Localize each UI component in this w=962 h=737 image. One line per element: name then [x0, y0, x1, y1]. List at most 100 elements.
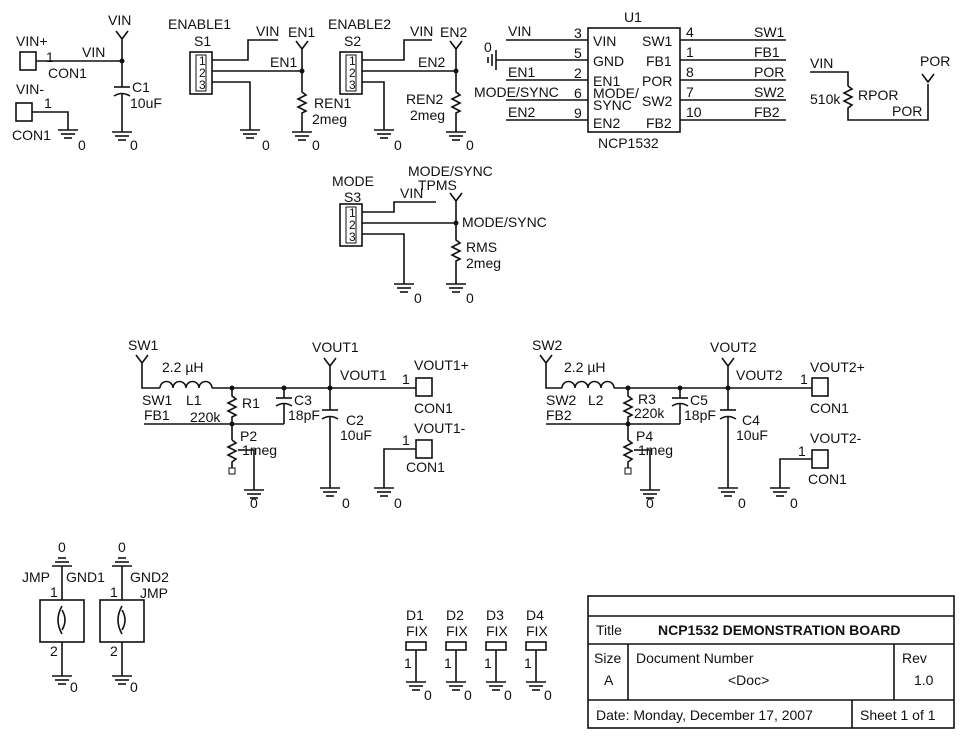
j1-bot-label: 0	[70, 679, 78, 695]
ground-symbol	[58, 129, 78, 139]
p2-ref: P2	[240, 428, 257, 444]
s3-switch[interactable]	[339, 203, 363, 247]
u1-right-num-10: 10	[686, 104, 702, 120]
s3-pin1: 1	[349, 206, 356, 220]
rpor-vin: VIN	[810, 55, 833, 71]
r3-ref: R3	[638, 391, 656, 407]
ground-symbol	[240, 129, 260, 139]
u1-pin-mode: MODE/	[593, 85, 639, 101]
vout1-plus-con-ref: CON1	[414, 400, 453, 416]
u1-left-net-vin: VIN	[508, 23, 531, 39]
s1-pin1: 1	[199, 54, 206, 68]
s2-pin1: 1	[349, 54, 356, 68]
ground-symbol	[640, 489, 660, 499]
vout1-minus-connector[interactable]	[415, 439, 433, 459]
fixture-ref: D3	[486, 607, 504, 623]
rms-ref: RMS	[466, 239, 497, 255]
u1-pin-en2: EN2	[593, 115, 620, 131]
s1-en-net: EN1	[270, 54, 297, 70]
fixture-gnd: 0	[504, 687, 512, 703]
l2-ref: L2	[588, 392, 604, 408]
u1-right-net-por: POR	[754, 64, 784, 80]
rms-gnd-label: 0	[466, 290, 474, 306]
out2-sw-port: SW2	[532, 337, 563, 353]
out2-sw-arrow	[539, 354, 562, 389]
u1-left-num-5: 5	[574, 45, 582, 61]
l2-value: 2.2 µH	[564, 359, 606, 375]
u1-left-num-2: 2	[574, 65, 582, 81]
vin-plus-label: VIN+	[16, 33, 48, 49]
vout2-minus-gnd-label: 0	[790, 495, 798, 511]
p2-potentiometer	[226, 439, 238, 468]
enable1-section: ENABLE1 S1 1 2 3 VIN EN1 0 EN1 REN1 2meg…	[168, 16, 352, 153]
j1-pin2: 2	[50, 643, 58, 659]
output2-section: SW2 2.2 µH SW2 L2 R3 220k FB2 C5 18pF P4…	[532, 337, 865, 511]
sheet-value: Sheet 1 of 1	[860, 707, 936, 723]
vout2-minus-connector[interactable]	[811, 449, 829, 469]
vout2-port-label: VOUT2	[710, 339, 757, 355]
vin-minus-connector[interactable]	[15, 102, 33, 122]
u1-pin-sw1: SW1	[642, 33, 673, 49]
vin-minus-con-ref: CON1	[12, 127, 51, 143]
fixture-ref: D2	[446, 607, 464, 623]
s3-pin2: 2	[349, 218, 356, 232]
title-label: Title	[596, 622, 622, 638]
s1-switch[interactable]	[189, 51, 213, 95]
vout1-net: VOUT1	[340, 367, 387, 383]
rev-value: 1.0	[914, 672, 934, 688]
vout2-minus-con-ref: CON1	[808, 471, 847, 487]
s2-pin2: 2	[349, 66, 356, 80]
ren2-ref: REN2	[406, 91, 444, 107]
u1-ref: U1	[624, 9, 642, 25]
fixture-d1[interactable]: D1 FIX 1 0	[404, 607, 432, 703]
rpor-net: POR	[892, 103, 922, 119]
vout2-minus-label: VOUT2-	[810, 430, 862, 446]
mode-sync-port: MODE/SYNC	[408, 163, 493, 179]
j2-ref: GND2	[130, 569, 169, 585]
vout1-plus-connector[interactable]	[415, 377, 433, 397]
ground-symbol	[394, 283, 414, 293]
ground-symbol	[112, 131, 132, 141]
s2-gnd-label: 0	[394, 137, 402, 153]
fixture-d4[interactable]: D4 FIX 1 0	[524, 607, 552, 703]
j2-top-label: 0	[118, 539, 126, 555]
vout1-plus-label: VOUT1+	[414, 357, 469, 373]
date-value: Date: Monday, December 17, 2007	[596, 707, 813, 723]
c4-gnd-label: 0	[738, 495, 746, 511]
vout1-minus-label: VOUT1-	[414, 420, 466, 436]
u1-left-net-modesync: MODE/SYNC	[474, 84, 559, 100]
u1-ic: U1 NCP1532 VIN 3 VIN 0 5 GND EN1 2 EN1 M…	[474, 9, 786, 151]
u1-pin-gnd: GND	[593, 53, 624, 69]
ground-symbol	[770, 487, 790, 497]
s2-vin: VIN	[410, 23, 433, 39]
mode-section: MODE S3 1 2 3 VIN MODE/SYNC 0 MODE/SYNC …	[332, 163, 547, 306]
s1-vin: VIN	[256, 23, 279, 39]
rpor-resistor	[842, 84, 929, 121]
l1-ref: L1	[186, 392, 202, 408]
s3-pin3: 3	[349, 230, 356, 244]
vin-port-arrow	[115, 30, 129, 61]
fixture-pin: 1	[444, 655, 452, 671]
fixture-d2[interactable]: D2 FIX 1 0	[444, 607, 472, 703]
s1-pin2: 2	[199, 66, 206, 80]
por-port-label: POR	[920, 53, 950, 69]
c1-ref: C1	[132, 79, 150, 95]
vout2-plus-connector[interactable]	[811, 377, 829, 397]
vin-port-label: VIN	[108, 12, 131, 28]
fixture-ref: D4	[526, 607, 544, 623]
s2-switch[interactable]	[339, 51, 363, 95]
fixture-value: FIX	[406, 623, 428, 639]
u1-right-num-8: 8	[686, 64, 694, 80]
c3-value: 18pF	[288, 407, 320, 423]
fixture-d3[interactable]: D3 FIX 1 0	[484, 607, 512, 703]
ren1-resistor	[296, 71, 308, 132]
rev-label: Rev	[902, 650, 927, 666]
ground-symbol	[112, 675, 132, 685]
vin-plus-connector[interactable]	[19, 51, 37, 71]
fixture-value: FIX	[526, 623, 548, 639]
ren2-value: 2meg	[410, 107, 445, 123]
size-value: A	[604, 672, 614, 688]
ground-symbol	[446, 131, 466, 141]
vout1-port-label: VOUT1	[312, 339, 359, 355]
